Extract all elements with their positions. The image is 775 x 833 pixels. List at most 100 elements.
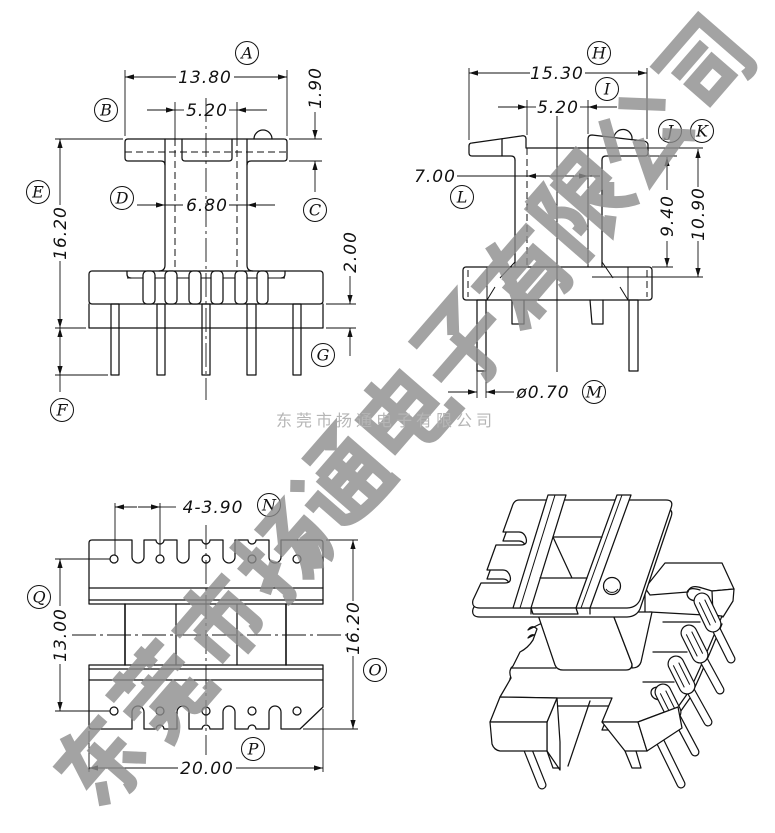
top-flange-outline: [468, 145, 516, 161]
winding-tube-side: [611, 611, 653, 669]
callout-letter: O: [368, 661, 381, 680]
wire-slot: [142, 270, 156, 305]
callout-circle: [363, 658, 387, 682]
watermark-stroke: [407, 284, 497, 384]
callout-circle: [241, 737, 265, 761]
callout-c: C: [303, 198, 327, 222]
arrowhead-icon: [664, 258, 670, 267]
dimension-value-p: 20.00: [180, 759, 234, 779]
arrowhead-icon: [350, 720, 356, 729]
callout-letter: Q: [32, 588, 45, 607]
callout-d: D: [110, 186, 134, 210]
callout-circle: [94, 98, 118, 122]
arrowhead-icon: [638, 70, 647, 76]
rib-end: [530, 607, 591, 615]
wire-slot: [256, 270, 269, 305]
dimension-value-a: 13.80: [178, 68, 232, 88]
arrowhead-icon: [312, 130, 318, 139]
callout-letter: P: [247, 740, 259, 759]
callout-letter: B: [99, 101, 112, 120]
watermark-stroke: [170, 572, 263, 665]
dimension-value-g: 2.00: [341, 231, 361, 273]
arrowhead-icon: [347, 328, 353, 337]
callout-e: E: [26, 180, 50, 204]
callout-letter: M: [585, 383, 603, 402]
watermark-glyph: [470, 222, 574, 332]
watermark-glyph: [104, 636, 223, 747]
callout-circle: [27, 585, 51, 609]
arrowhead-icon: [166, 107, 175, 113]
callout-p: P: [241, 737, 265, 761]
dimension-value-j: 9.40: [658, 195, 678, 237]
callout-b: B: [94, 98, 118, 122]
callout-circle: [235, 41, 259, 65]
front-view: 13.80 A 5.20 B 1.90 C 6.80 D 16.20 E: [26, 41, 361, 422]
wire-slot: [234, 270, 248, 305]
watermark-glyph: [52, 713, 147, 807]
callout-i: I: [595, 77, 619, 101]
callout-n: N: [257, 493, 281, 517]
callout-letter: K: [695, 122, 709, 141]
core-window: [539, 536, 603, 579]
arrowhead-icon: [156, 202, 165, 208]
callout-letter: D: [115, 189, 129, 208]
callout-circle: [303, 198, 327, 222]
callout-circle: [50, 398, 74, 422]
dimension-value-i: 5.20: [537, 98, 579, 118]
right-leg-chamfer: [637, 706, 683, 752]
arrowhead-icon: [247, 202, 256, 208]
arrowhead-icon: [588, 104, 597, 110]
post-fill: [655, 684, 681, 720]
watermark-stroke: [523, 145, 641, 265]
callout-circle: [110, 186, 134, 210]
dimension-value-h: 15.30: [530, 64, 584, 84]
left-leg-top: [489, 696, 558, 723]
arrowhead-icon: [312, 161, 318, 170]
callout-f: F: [50, 398, 74, 422]
arrowhead-icon: [695, 149, 701, 158]
post-groove: [685, 631, 704, 657]
company-caption: 东莞市扬通电子有限公司: [275, 411, 497, 430]
side-view: 15.30 H 5.20 I 7.00 L 9.40 J 10.90 K: [414, 41, 714, 404]
left-leg-foot: [546, 750, 561, 769]
callout-circle: [587, 41, 611, 65]
callout-j: J: [658, 119, 682, 143]
arrowhead-icon: [518, 104, 527, 110]
top-flange-slot: [181, 138, 233, 162]
standoff-tab: [589, 299, 604, 325]
callout-o: O: [363, 658, 387, 682]
post-fill: [681, 625, 708, 663]
post-fill: [694, 593, 721, 632]
fillet-line: [601, 261, 614, 279]
post-fill: [668, 656, 695, 694]
callout-g: G: [311, 343, 335, 367]
callout-letter: E: [31, 183, 44, 202]
arrowhead-icon: [115, 504, 124, 510]
dimension-value-q: 13.00: [51, 608, 71, 662]
callout-letter: F: [55, 401, 68, 420]
pin: [292, 303, 302, 376]
upper-flange-top: [472, 499, 673, 609]
arrowhead-icon: [278, 74, 287, 80]
pin: [156, 303, 166, 376]
arrowhead-icon: [57, 366, 63, 375]
pin-hole: [247, 706, 257, 716]
pin-fill: [653, 731, 685, 788]
fillet-line: [499, 261, 516, 279]
callout-letter: C: [309, 201, 321, 220]
dimension-value-e: 16.20: [51, 206, 71, 260]
standoff-tab: [511, 299, 525, 325]
pin-hole: [292, 706, 302, 716]
arrowhead-icon: [151, 504, 160, 510]
arrowhead-icon: [695, 268, 701, 277]
callout-k: K: [690, 119, 714, 143]
callout-letter: N: [261, 496, 277, 515]
dimension-value-k: 10.90: [689, 187, 709, 241]
pin-hole: [292, 554, 302, 564]
top-flange-outline: [127, 138, 288, 166]
callout-circle: [450, 185, 474, 209]
post-groove: [698, 599, 717, 626]
bump-shade: [605, 588, 619, 593]
pin: [628, 299, 639, 372]
